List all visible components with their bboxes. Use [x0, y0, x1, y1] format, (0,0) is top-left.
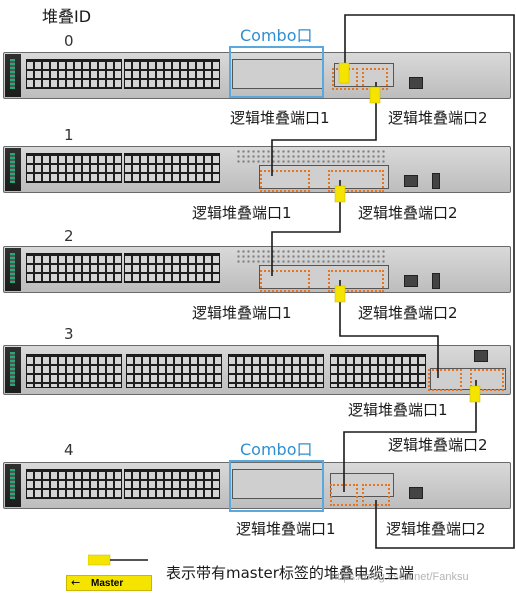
- switch-3-ports-b: [126, 354, 222, 388]
- switch-4-leds: [10, 469, 15, 499]
- switch-1-stack-port-1-box: [260, 170, 310, 192]
- switch-2-stack-ports: [259, 265, 389, 289]
- combo-label-top: Combo口: [240, 26, 313, 45]
- switch-3: [3, 345, 511, 395]
- combo-highlight-top: [229, 46, 324, 98]
- switch-0-ports-a: [26, 59, 122, 89]
- master-tag-0: [369, 86, 381, 104]
- switch-3-ports-a: [26, 354, 122, 388]
- switch-2-vent: [236, 249, 386, 263]
- switch-2-mgmt-port: [404, 275, 418, 287]
- ring-cable: [344, 14, 515, 549]
- switch-1-port-2-label: 逻辑堆叠端口2: [358, 204, 458, 222]
- switch-2-ports-a: [26, 253, 122, 283]
- legend-master-text: Master: [91, 578, 124, 589]
- switch-3-ports-c: [228, 354, 324, 388]
- master-tag-0-top: [338, 62, 350, 84]
- switch-2-leds: [10, 253, 15, 283]
- switch-1-leds: [10, 153, 15, 183]
- switch-4-id: 4: [64, 441, 74, 459]
- master-tag-3: [469, 385, 481, 403]
- legend-arrow-icon: ←: [71, 576, 81, 589]
- switch-1-ports-b: [124, 153, 220, 183]
- switch-3-port-1-label: 逻辑堆叠端口1: [348, 401, 448, 419]
- legend-description: 表示带有master标签的堆叠电缆主端: [166, 564, 414, 582]
- switch-3-id: 3: [64, 325, 74, 343]
- switch-0-id: 0: [64, 32, 74, 50]
- switch-4-combo-ports: [232, 469, 324, 499]
- switch-3-leds: [10, 352, 15, 386]
- cable-1-to-2: [271, 180, 341, 276]
- switch-1-mgmt-port: [404, 175, 418, 187]
- switch-3-ports-d: [330, 354, 426, 388]
- switch-2-port-2-label: 逻辑堆叠端口2: [358, 304, 458, 322]
- master-tag-2: [334, 285, 346, 303]
- switch-1: [3, 146, 511, 193]
- switch-0: [3, 52, 511, 99]
- switch-2-stack-port-1-box: [260, 270, 310, 292]
- switch-0-ports-b: [124, 59, 220, 89]
- switch-2-usb-port: [432, 273, 440, 289]
- switch-1-ports-a: [26, 153, 122, 183]
- combo-label-bottom: Combo口: [240, 440, 313, 459]
- switch-1-stack-ports: [259, 165, 389, 189]
- switch-2: [3, 246, 511, 293]
- switch-0-combo-ports: [232, 59, 324, 89]
- switch-0-port-2-label: 逻辑堆叠端口2: [388, 109, 488, 127]
- switch-3-mgmt-port: [474, 350, 488, 362]
- switch-2-stack-port-2-box: [328, 270, 384, 292]
- master-tag-1: [334, 185, 346, 203]
- switch-2-ports-b: [124, 253, 220, 283]
- switch-1-vent: [236, 149, 386, 163]
- switch-0-mgmt-port: [409, 77, 423, 89]
- switch-3-port-2-label: 逻辑堆叠端口2: [388, 436, 488, 454]
- switch-4-port-2-label: 逻辑堆叠端口2: [386, 520, 486, 538]
- legend-cable-sample: [88, 554, 148, 566]
- switch-1-port-1-label: 逻辑堆叠端口1: [192, 204, 292, 222]
- switch-4-port-1-label: 逻辑堆叠端口1: [236, 520, 336, 538]
- switch-3-stack-port-1-box: [428, 369, 462, 391]
- switch-3-stack-port-2-box: [470, 369, 504, 391]
- switch-4-ports-a: [26, 469, 122, 499]
- switch-0-port-1-label: 逻辑堆叠端口1: [230, 109, 330, 127]
- switch-2-id: 2: [64, 227, 74, 245]
- switch-3-stack-ports: [430, 368, 506, 390]
- cable-0-to-1: [271, 82, 377, 176]
- cable-2-to-3: [339, 280, 439, 378]
- switch-4-ports-b: [124, 469, 220, 499]
- cable-3-to-4: [343, 380, 477, 492]
- switch-2-port-1-label: 逻辑堆叠端口1: [192, 304, 292, 322]
- switch-1-stack-port-2-box: [328, 170, 384, 192]
- legend-master-tag: ← Master: [66, 575, 152, 591]
- switch-4-mgmt-port: [409, 487, 423, 499]
- switch-1-id: 1: [64, 126, 74, 144]
- stack-id-title: 堆叠ID: [42, 7, 92, 26]
- switch-1-usb-port: [432, 173, 440, 189]
- switch-0-leds: [10, 59, 15, 89]
- combo-highlight-bottom: [229, 460, 324, 512]
- watermark: https://blog.csdn.net/Fanksu: [331, 571, 469, 583]
